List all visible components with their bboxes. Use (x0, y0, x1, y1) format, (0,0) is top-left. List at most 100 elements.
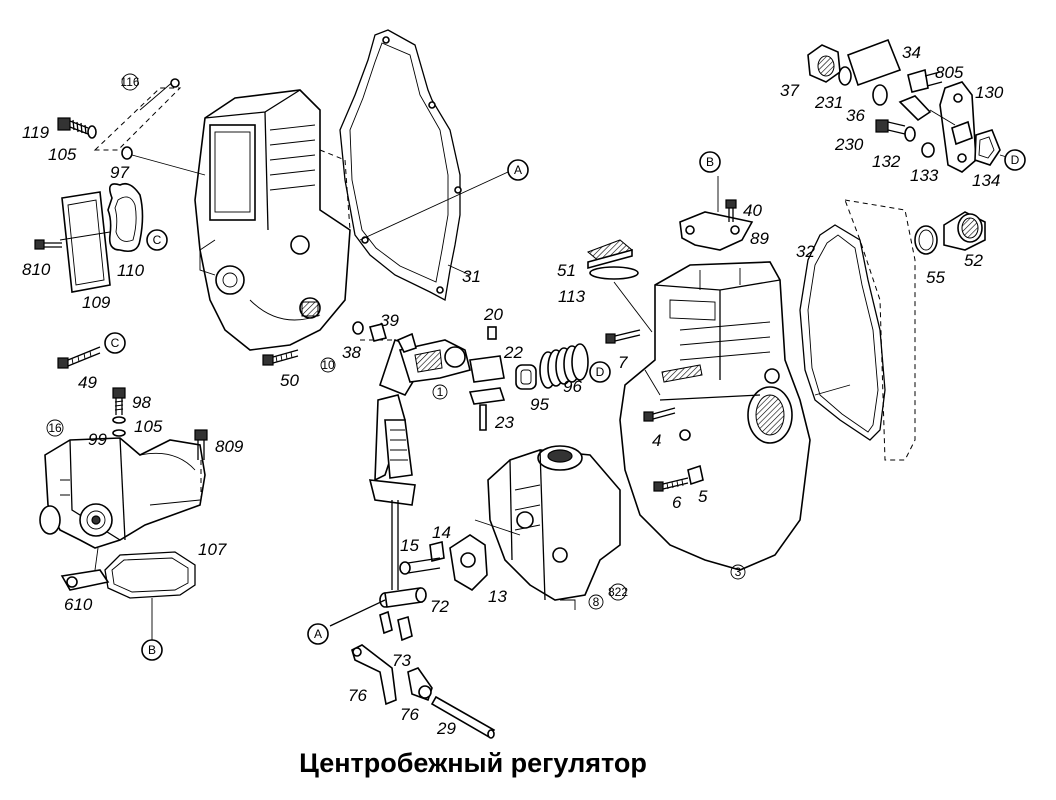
label-95: 95 (530, 395, 549, 414)
shaft-72 (329, 587, 427, 627)
label-50: 50 (280, 371, 299, 390)
ref-116: 116 (120, 73, 140, 91)
label-55: 55 (926, 268, 945, 287)
bracket-23 (468, 387, 506, 431)
label-109: 109 (82, 293, 111, 312)
label-610: 610 (64, 595, 93, 614)
label-38: 38 (342, 343, 361, 362)
pin-29 (430, 695, 496, 739)
upper-governor-housing (194, 89, 351, 351)
washer-133 (921, 142, 935, 158)
marker-c-bottom-label: C (111, 336, 120, 350)
label-107: 107 (198, 540, 227, 559)
marker-a-bottom-label: A (314, 627, 322, 641)
label-22: 22 (503, 343, 523, 362)
plate-89 (679, 176, 754, 251)
diagram-caption: Центробежный регулятор (299, 748, 647, 778)
label-110: 110 (117, 261, 145, 280)
lower-center-housing (474, 445, 621, 610)
cover-109 (59, 191, 111, 293)
oring-55 (914, 225, 938, 255)
gasket-113 (589, 266, 653, 333)
label-105-top: 105 (48, 145, 77, 164)
lower-left-housing (39, 437, 206, 549)
plug-52 (943, 211, 986, 251)
plug-37 (807, 44, 841, 83)
marker-b-top: B (699, 151, 721, 173)
label-29: 29 (436, 719, 456, 738)
oring-36 (872, 84, 888, 106)
washer-5 (687, 464, 704, 486)
bolt-810 (34, 239, 62, 250)
label-231: 231 (814, 93, 843, 112)
washer-14 (429, 541, 445, 562)
ref-1: 1 (432, 384, 448, 400)
label-51: 51 (557, 261, 576, 280)
filter-51 (587, 239, 633, 270)
bolt-230 (875, 119, 906, 135)
bolt-4 (643, 407, 676, 422)
marker-b-bottom: B (141, 639, 163, 661)
marker-c-top: C (146, 229, 168, 251)
label-119: 119 (22, 123, 50, 142)
cover-strip (93, 78, 182, 151)
marker-c-top-label: C (153, 233, 162, 247)
marker-b-bottom-label: B (148, 643, 156, 657)
label-99: 99 (88, 430, 107, 449)
marker-d-bottom-label: D (596, 365, 605, 379)
label-134: 134 (972, 171, 1000, 190)
marker-a-top-label: A (514, 163, 522, 177)
label-5: 5 (698, 487, 708, 506)
label-36: 36 (846, 106, 865, 125)
washer-231 (838, 66, 852, 86)
marker-d-bottom: D (589, 361, 611, 383)
label-805: 805 (935, 63, 964, 82)
lever-76-right (407, 667, 433, 702)
bolt-119 (57, 117, 97, 139)
label-31: 31 (462, 267, 481, 286)
label-96: 96 (563, 377, 582, 396)
marker-a-bottom: A (307, 623, 329, 645)
label-97: 97 (110, 163, 129, 182)
gasket-31 (339, 29, 471, 301)
marker-b-top-label: B (706, 155, 714, 169)
label-20: 20 (483, 305, 503, 324)
valve-805 (898, 68, 943, 122)
washer-97 (121, 146, 206, 176)
label-4: 4 (652, 431, 661, 450)
ref-822: 822 (608, 583, 628, 601)
clip-73 (379, 610, 413, 642)
label-76-left: 76 (348, 686, 367, 705)
ref-3: 3 (730, 564, 746, 580)
marker-d-top-label: D (1011, 153, 1020, 167)
label-7: 7 (618, 353, 628, 372)
ref-116-label: 116 (120, 75, 139, 89)
bolt-809 (194, 429, 208, 500)
label-133: 133 (910, 166, 939, 185)
label-52: 52 (964, 251, 983, 270)
label-15: 15 (400, 536, 419, 555)
ref-3-label: 3 (735, 565, 742, 579)
plate-34 (846, 38, 902, 87)
sleeve-95 (515, 364, 537, 390)
right-governor-housing (619, 261, 811, 571)
bracket-610 (60, 547, 110, 591)
gasket-134 (974, 129, 1001, 166)
lever-13 (449, 534, 488, 592)
bolt-40 (725, 199, 737, 222)
label-14: 14 (432, 523, 451, 542)
marker-a-top: A (507, 159, 529, 181)
washer-38 (352, 321, 364, 335)
plate-22 (469, 355, 505, 383)
bolt-98 (112, 387, 126, 437)
label-34: 34 (902, 43, 921, 62)
label-809: 809 (215, 437, 244, 456)
label-130: 130 (975, 83, 1004, 102)
label-23: 23 (494, 413, 514, 432)
label-98: 98 (132, 393, 151, 412)
bushing-39 (369, 323, 387, 342)
bolt-6 (653, 477, 689, 492)
ref-822-label: 822 (608, 585, 628, 599)
